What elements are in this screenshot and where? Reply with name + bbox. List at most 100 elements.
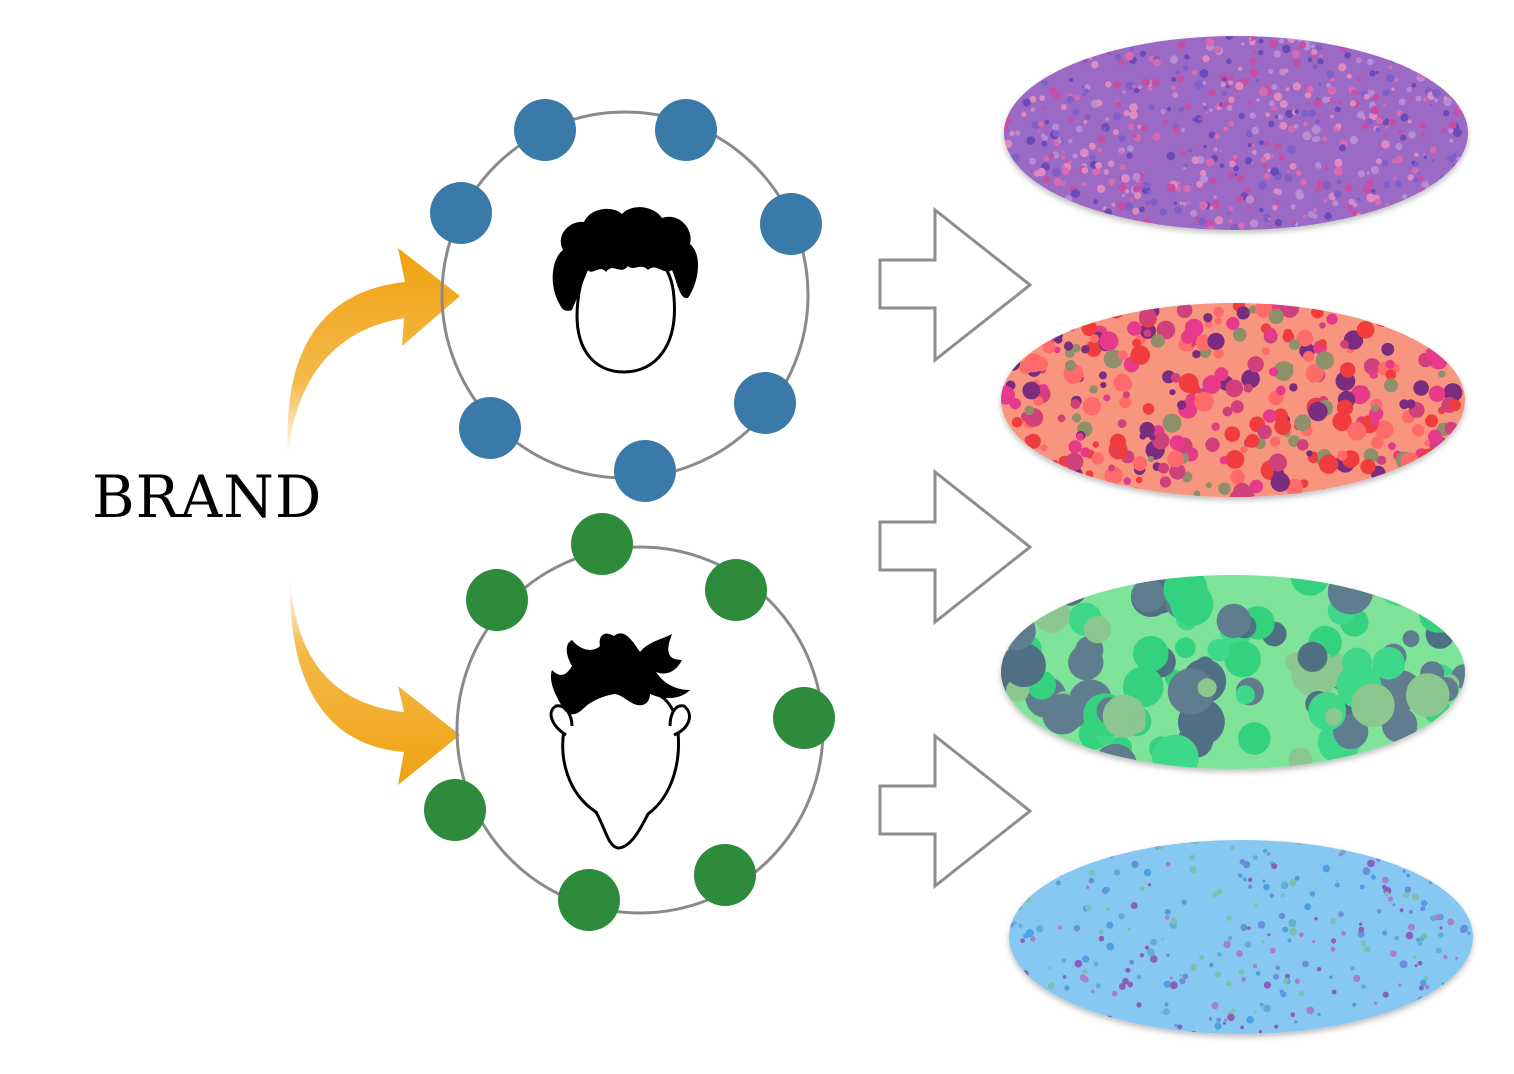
- pattern-dot: [1224, 1018, 1228, 1022]
- pattern-dot: [1205, 157, 1215, 167]
- pattern-dot: [1423, 975, 1429, 981]
- pattern-dot: [1356, 111, 1365, 119]
- pattern-dot: [1285, 109, 1294, 119]
- pattern-dot: [1118, 183, 1127, 192]
- pattern-dot: [1375, 71, 1380, 75]
- pattern-dot: [1268, 367, 1279, 377]
- pattern-dot: [1052, 130, 1060, 138]
- pattern-dot: [1163, 980, 1171, 988]
- pattern-dot: [1302, 960, 1309, 968]
- pattern-dot: [1175, 70, 1180, 75]
- pattern-dot: [1453, 304, 1465, 325]
- pattern-dot: [1317, 967, 1322, 972]
- pattern-dot: [1243, 383, 1253, 393]
- pattern-dot: [1446, 60, 1451, 65]
- pattern-dot: [1377, 909, 1382, 914]
- pattern-dot: [1445, 345, 1460, 360]
- pattern-dot: [1413, 161, 1420, 167]
- pattern-dot: [1127, 981, 1134, 988]
- pattern-dot: [1432, 88, 1441, 98]
- pattern-dot: [1381, 1026, 1387, 1032]
- pattern-dot: [1371, 436, 1384, 449]
- pattern-dot: [1238, 66, 1243, 71]
- pattern-dot: [1203, 313, 1213, 323]
- pattern-dot: [1443, 110, 1450, 117]
- pattern-dot: [1145, 945, 1149, 950]
- pattern-dot: [1001, 312, 1018, 333]
- pattern-dot: [1121, 840, 1125, 845]
- pattern-dot: [1405, 931, 1414, 940]
- pattern-dot: [1161, 937, 1165, 941]
- pattern-dot: [1007, 46, 1012, 51]
- pattern-dot: [1287, 36, 1296, 44]
- pattern-dot: [1300, 178, 1307, 186]
- pattern-dot: [1225, 980, 1232, 987]
- pattern-dot: [1240, 924, 1248, 931]
- pattern-dot: [1311, 305, 1324, 319]
- pattern-dot: [1023, 865, 1028, 869]
- pattern-dot: [1449, 214, 1458, 224]
- pattern-dot: [1080, 1025, 1088, 1034]
- pattern-dot: [1424, 440, 1431, 447]
- pattern-dot: [1337, 450, 1348, 461]
- pattern-dot: [1294, 978, 1300, 984]
- pattern-dot: [1230, 400, 1244, 414]
- pattern-dot: [1054, 335, 1063, 344]
- pattern-dot: [1002, 643, 1046, 688]
- pattern-dot: [1339, 100, 1343, 105]
- pattern-dot: [1307, 57, 1313, 63]
- persona-top: [430, 99, 822, 502]
- pattern-dot: [1166, 151, 1176, 161]
- pattern-dot: [1294, 414, 1311, 432]
- pattern-dot: [1389, 1027, 1396, 1034]
- pattern-dot: [1220, 81, 1226, 87]
- pattern-dot: [1016, 459, 1033, 477]
- pattern-dot: [1266, 852, 1271, 856]
- pattern-dot: [1053, 1020, 1058, 1024]
- pattern-dot: [1222, 1021, 1226, 1025]
- pattern-dot: [1260, 158, 1265, 163]
- pattern-dot: [1292, 82, 1301, 91]
- pattern-dot: [1213, 147, 1218, 152]
- pattern-dot: [1406, 207, 1415, 217]
- pattern-dot: [1309, 891, 1316, 897]
- pattern-dot: [1205, 219, 1214, 228]
- pattern-dot: [1259, 140, 1264, 146]
- pattern-dot: [1374, 1001, 1378, 1005]
- pattern-dot: [1292, 59, 1301, 68]
- pattern-dot: [1467, 848, 1471, 852]
- pattern-dot: [1439, 1001, 1445, 1006]
- pattern-dot: [1133, 217, 1139, 223]
- pattern-dot: [1085, 904, 1092, 911]
- pattern-dot: [1448, 155, 1456, 163]
- pattern-dot: [1226, 316, 1240, 331]
- pattern-dot: [1430, 311, 1437, 318]
- pattern-dot: [1041, 323, 1053, 335]
- pattern-dot: [1428, 185, 1435, 191]
- pattern-dot: [1450, 979, 1458, 987]
- pattern-dot: [1384, 219, 1393, 228]
- pattern-dot: [1241, 977, 1247, 982]
- pattern-dot: [1440, 457, 1453, 470]
- pattern-dot: [1388, 442, 1396, 450]
- pattern-dot: [1256, 98, 1260, 102]
- pattern-dot: [1268, 120, 1275, 128]
- pattern-dot: [1270, 472, 1291, 492]
- pattern-dot: [1400, 113, 1409, 122]
- pattern-dot: [1314, 98, 1323, 108]
- pattern-dot: [1228, 206, 1234, 211]
- pattern-dot: [1344, 183, 1353, 192]
- pattern-dot: [1148, 104, 1155, 111]
- pattern-dot: [1285, 87, 1290, 92]
- pattern-dot: [1211, 1002, 1219, 1010]
- pattern-dot: [1127, 321, 1142, 336]
- pattern-dot: [1257, 921, 1266, 929]
- pattern-dot: [1023, 933, 1029, 939]
- pattern-dot: [1160, 36, 1168, 41]
- pattern-dot: [1449, 61, 1459, 71]
- pattern-dot: [1427, 429, 1442, 444]
- pattern-dot: [1082, 397, 1102, 416]
- pattern-dot: [1443, 96, 1448, 101]
- pattern-dot: [1086, 37, 1095, 47]
- pattern-dot: [1251, 126, 1260, 135]
